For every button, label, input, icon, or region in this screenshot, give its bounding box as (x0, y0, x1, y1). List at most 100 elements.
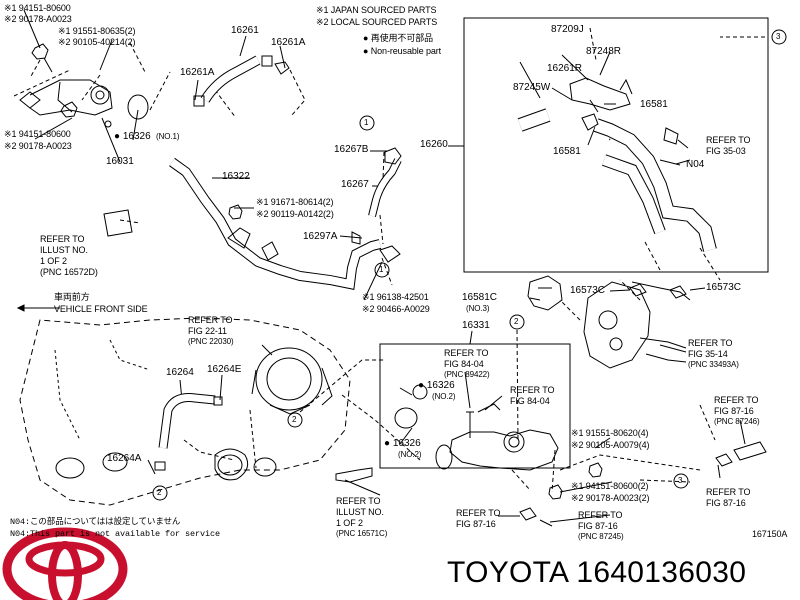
refer-fig-87-16-a-2: FIG 87-16 (456, 519, 496, 529)
legend-japan-sourced: ※1 JAPAN SOURCED PARTS (316, 5, 437, 15)
callout-stud-local: ※2 90105-40214(2) (58, 37, 136, 47)
refer-illust-16571c-3: 1 OF 2 (336, 518, 363, 528)
part-16581c: 16581C (462, 292, 498, 303)
detail-box-right (463, 17, 769, 273)
part-16261: 16261 (231, 25, 259, 36)
refer-fig-87-16-pnc87245-2: FIG 87-16 (578, 521, 618, 531)
refer-illust-16572d-4: (PNC 16572D) (40, 267, 98, 277)
refer-fig-22-11-2: FIG 22-11 (188, 326, 227, 336)
callout-bolt5-local: ※2 90178-A0023(2) (571, 493, 650, 503)
part-16261a-left: 16261A (180, 67, 215, 78)
part-16326-no2-upper: ● 16326 (418, 380, 455, 391)
ref-num-3b: 3 (678, 476, 683, 485)
refer-illust-16571c-4: (PNC 16571C) (336, 529, 388, 538)
part-16331: 16331 (462, 320, 490, 331)
refer-fig-35-14-3: (PNC 33493A) (688, 360, 739, 369)
refer-fig-22-11-3: (PNC 22030) (188, 337, 234, 346)
callout-clip-jp: ※1 96138-42501 (362, 292, 429, 302)
ref-num-2c: 2 (514, 317, 519, 326)
part-87248r: 87248R (586, 46, 622, 57)
part-16326-no2-upper-note: (NO.2) (432, 392, 456, 401)
callout-bolt4-local: ※2 90105-A0079(4) (571, 440, 650, 450)
refer-fig-87-16-b-1: REFER TO (706, 487, 751, 497)
brand-part-number: TOYOTA 1640136030 (447, 556, 747, 589)
legend-local-sourced: ※2 LOCAL SOURCED PARTS (316, 17, 438, 27)
part-16031: 16031 (106, 156, 134, 167)
refer-fig-87-16-pnc87246-2: FIG 87-16 (714, 406, 754, 416)
legend-non-reusable-jp: ● 再使用不可部品 (363, 33, 434, 43)
ref-circle-3b (673, 473, 689, 489)
direction-label-jp: 車両前方 (54, 292, 90, 302)
refer-fig-84-04a-3: (PNC 89422) (444, 370, 490, 379)
part-16322: 16322 (222, 171, 250, 182)
part-16581-lower: 16581 (553, 146, 581, 157)
refer-fig-84-04b-2: FIG 84-04 (510, 396, 550, 406)
direction-label: VEHICLE FRONT SIDE (54, 304, 148, 314)
part-87245w: 87245W (513, 82, 551, 93)
part-16297a: 16297A (303, 231, 338, 242)
refer-fig-35-14-2: FIG 35-14 (688, 349, 728, 359)
part-16573c-left: 16573C (570, 285, 606, 296)
ref-num-1b: 1 (379, 265, 384, 274)
ref-circle-1a (359, 115, 375, 131)
callout-bolt3-jp: ※1 91671-80614(2) (256, 197, 334, 207)
refer-fig-87-16-pnc87246-1: REFER TO (714, 395, 759, 405)
part-16267b: 16267B (334, 144, 369, 155)
refer-illust-16571c-1: REFER TO (336, 496, 381, 506)
note-n04: N04:This part is not available for servi… (10, 529, 221, 539)
refer-fig-87-16-b-2: FIG 87-16 (706, 498, 746, 508)
illustration-code: 167150A (752, 529, 788, 539)
refer-fig-87-16-pnc87246-3: (PNC 87246) (714, 417, 760, 426)
refer-fig-35-14-1: REFER TO (688, 338, 733, 348)
ref-circle-3a (771, 29, 787, 45)
ref-circle-2c (509, 314, 525, 330)
toyota-logo (2, 527, 128, 600)
ref-num-1a: 1 (364, 118, 369, 127)
part-16326-no1-note: (NO.1) (156, 132, 180, 141)
refer-fig-84-04a-2: FIG 84-04 (444, 359, 484, 369)
callout-bolt2-jp: ※1 94151-80600 (4, 129, 71, 139)
refer-fig-84-04a-1: REFER TO (444, 348, 489, 358)
refer-fig-22-11-1: REFER TO (188, 315, 233, 325)
callout-bolt-jp: ※1 94151-80600 (4, 3, 71, 13)
part-16326-no2-lower: ● 16326 (384, 438, 421, 449)
refer-fig-87-16-pnc87245-1: REFER TO (578, 510, 623, 520)
refer-illust-16572d-1: REFER TO (40, 234, 85, 244)
part-16261a-top: 16261A (271, 37, 306, 48)
refer-illust-16571c-2: ILLUST NO. (336, 507, 384, 517)
ref-circle-2a (152, 485, 168, 501)
note-n04-jp: N04:この部品についてはは設定していません (10, 517, 181, 527)
ref-num-2b: 2 (292, 415, 297, 424)
legend-non-reusable: ● Non-reusable part (363, 46, 442, 56)
callout-stud-jp: ※1 91551-80635(2) (58, 26, 136, 36)
part-16261r: 16261R (547, 63, 583, 74)
callout-clip-local: ※2 90466-A0029 (362, 304, 430, 314)
refer-fig-35-03-2: FIG 35-03 (706, 146, 746, 156)
refer-fig-87-16-a-1: REFER TO (456, 508, 501, 518)
part-n04: N04 (686, 159, 705, 170)
part-16264a: 16264A (107, 453, 142, 464)
refer-fig-35-03-1: REFER TO (706, 135, 751, 145)
part-16573c-right: 16573C (706, 282, 742, 293)
callout-bolt-local: ※2 90178-A0023 (4, 14, 72, 24)
part-16581c-note: (NO.3) (466, 304, 490, 313)
detail-box-center (379, 343, 571, 469)
part-16581-upper: 16581 (640, 99, 668, 110)
callout-bolt4-jp: ※1 91551-80620(4) (571, 428, 649, 438)
part-87209j: 87209J (551, 24, 584, 35)
part-16264: 16264 (166, 367, 194, 378)
refer-fig-84-04b-1: REFER TO (510, 385, 555, 395)
part-16267: 16267 (341, 179, 369, 190)
refer-illust-16572d-3: 1 OF 2 (40, 256, 67, 266)
callout-bolt3-local: ※2 90119-A0142(2) (256, 209, 334, 219)
part-16260: 16260 (420, 139, 448, 150)
ref-num-3a: 3 (776, 32, 781, 41)
part-16326-no1: ● 16326 (114, 131, 151, 142)
callout-bolt5-jp: ※1 94151-80600(2) (571, 481, 649, 491)
refer-illust-16572d-2: ILLUST NO. (40, 245, 88, 255)
part-16326-no2-lower-note: (NO.2) (398, 450, 422, 459)
ref-circle-1b (374, 262, 390, 278)
ref-num-2a: 2 (157, 488, 162, 497)
